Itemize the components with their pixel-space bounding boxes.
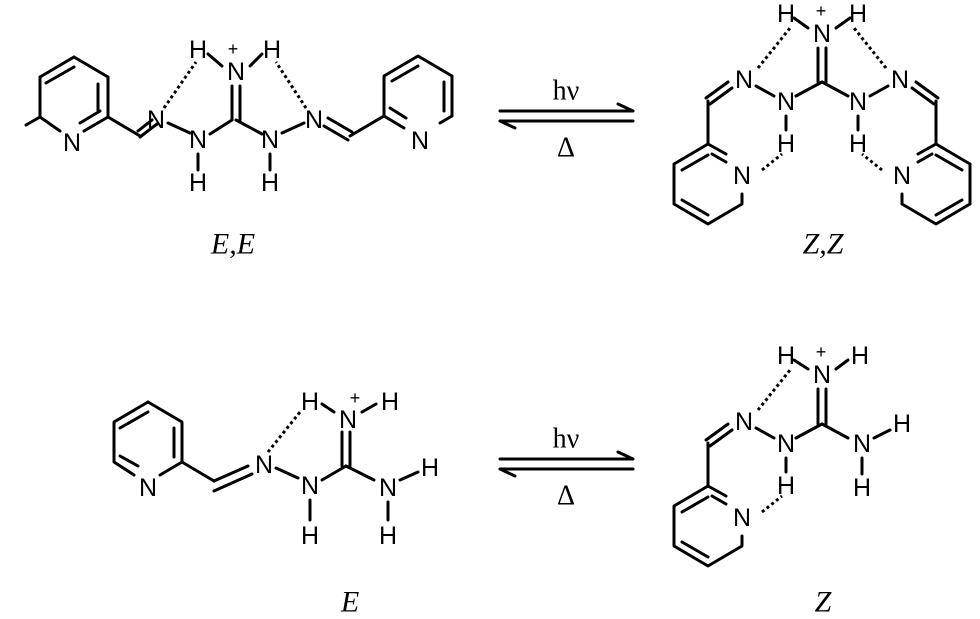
molecule-Z: N + H H N N H H N H N [672,342,911,568]
atom-H-NH-Z: H [777,472,795,500]
atom-N-amine-Z: N [853,430,871,458]
pyridine-ring-right-ZZ [900,142,972,226]
atom-N-ring-E: N [139,474,157,502]
atom-H-NH-left-ZZ: H [777,130,795,158]
atom-H-NH-left: H [189,169,207,197]
atom-N-imine-right-ZZ: N [891,66,909,94]
atom-N-hyd-Z: N [777,430,795,458]
atom-H-guan-right-E: H [381,388,399,416]
atom-N-guan-E: N [339,406,357,434]
atom-H-guan-left-Z: H [777,342,795,370]
atom-N-imine-left-ZZ: N [735,66,753,94]
charge-plus-EE: + [228,39,239,59]
pyridine-ring-E [112,400,184,477]
atom-N-guan-Z: N [813,361,831,389]
condition-forward-bottom: hν [553,424,580,455]
hbond-EE-left [162,61,198,109]
condition-reverse-bottom: Δ [557,481,575,512]
atom-H-guan-right-Z: H [851,342,869,370]
atom-H-NH-right-ZZ: H [849,130,867,158]
atom-N-ring-right-ZZ: N [893,162,911,190]
atom-H-NH-right: H [261,169,279,197]
atom-N-amine-E: N [379,474,397,502]
atom-N-guanidinium: N [227,58,245,86]
atom-N-imine-left: N [147,106,165,134]
equilibrium-arrows-top [498,102,635,130]
molecule-E: N N N H N + H H N H H [112,388,439,550]
hbond-EE-right [274,61,308,109]
atom-N-hyd-left-ZZ: N [777,88,795,116]
atom-N-hydrazine-right: N [261,126,279,154]
atom-N-hyd-right-ZZ: N [849,88,867,116]
label-E: E [340,586,359,619]
pyridine-ring-left [24,55,110,133]
label-EE: E,E [210,228,255,261]
equilibrium-arrows-bottom [498,450,635,478]
atom-H-guan-left-E: H [301,388,319,416]
atom-N-imine-E: N [255,451,273,479]
atom-N-ring-Z: N [733,504,751,532]
pyridine-ring-right [348,54,454,138]
atom-N-ring-left: N [63,129,81,157]
atom-H-guan-right-ZZ: H [849,0,867,28]
atom-N-ring-right: N [411,127,429,155]
atom-N-ring-left-ZZ: N [733,162,751,190]
charge-plus-ZZ: + [816,1,827,21]
atom-N-imine-Z: N [735,408,753,436]
condition-reverse-top: Δ [557,133,575,164]
label-Z: Z [815,586,832,619]
atom-H-guan-right: H [263,36,281,64]
pyridine-ring-Z [672,484,744,568]
atom-H-guan-left: H [189,36,207,64]
pyridine-ring-left-ZZ [672,142,744,226]
atom-N-hyd-E: N [301,472,319,500]
atom-N-imine-right: N [305,106,323,134]
atom-H-amine-down-E: H [379,522,397,550]
molecule-ZZ: N + H H N N N N H H N [672,0,972,226]
charge-plus-Z: + [816,342,827,362]
charge-plus-E: + [350,388,361,408]
atom-H-NH-E: H [301,522,319,550]
label-ZZ: Z,Z [803,228,844,261]
atom-N-hydrazine-left: N [189,126,207,154]
atom-H-amine-right-E: H [421,454,439,482]
atom-H-amine-right-Z: H [893,410,911,438]
atom-H-guan-left-ZZ: H [777,0,795,28]
atom-N-guanidinium-ZZ: N [813,20,831,48]
atom-H-amine-down-Z: H [853,474,871,502]
condition-forward-top: hν [553,76,580,107]
bond-chain-1 [106,115,142,138]
molecule-EE: N N N H N + H H N H N N [24,36,454,197]
